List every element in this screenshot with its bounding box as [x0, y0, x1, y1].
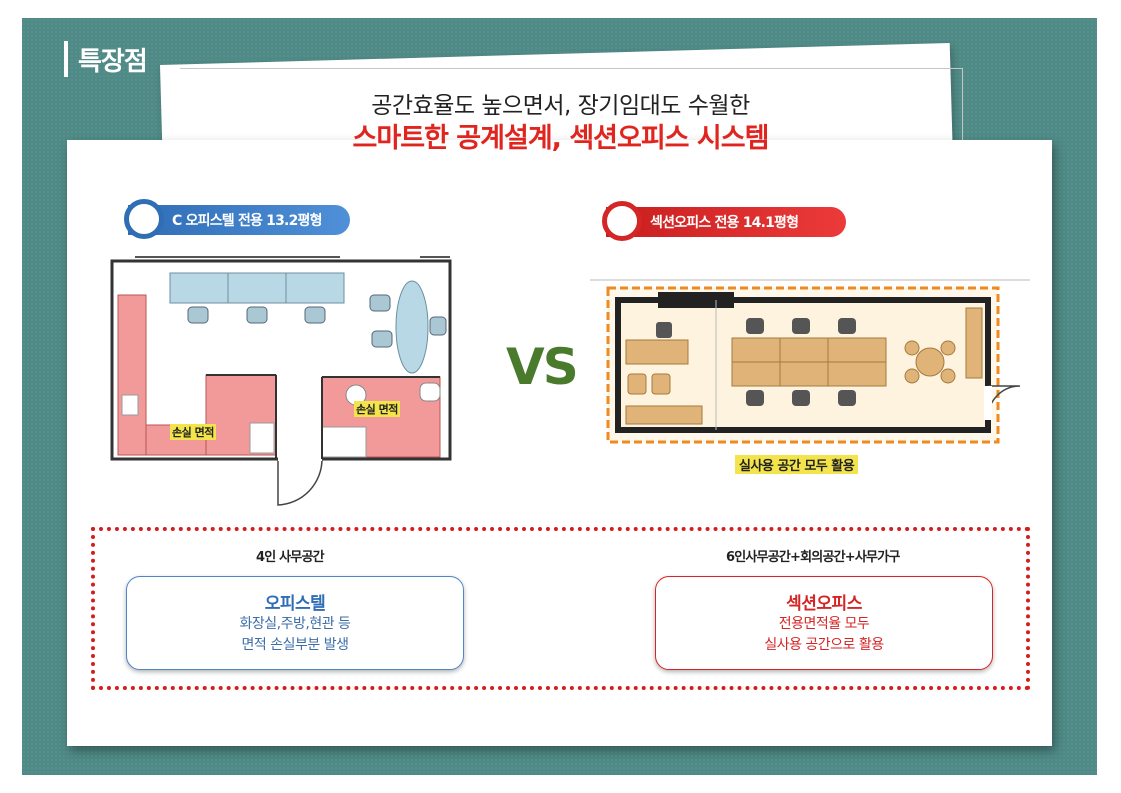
officetel-capacity-title: 4인 사무공간	[256, 550, 325, 565]
section-office-tag-label: 섹션오피스 전용 14.1평형	[650, 215, 799, 231]
section-office-info-line1: 전용면적율 모두	[778, 616, 870, 632]
loss-area-label: 손실 면적	[354, 401, 400, 417]
tag-circle-icon	[602, 201, 642, 241]
officetel-info-box: 오피스텔 화장실,주방,현관 등 면적 손실부분 발생	[126, 576, 464, 670]
officetel-tag-label: C 오피스텔 전용 13.2평형	[172, 213, 322, 229]
officetel-floor-plan	[110, 256, 452, 506]
headline-line1: 공간효율도 높으면서, 장기임대도 수월한	[371, 93, 750, 119]
section-office-capacity-title: 6인사무공간+회의공간+사무가구	[726, 550, 900, 565]
usage-label: 실사용 공간 모두 활용	[735, 455, 859, 474]
officetel-info-line1: 화장실,주방,현관 등	[239, 616, 351, 632]
paper-outline-right	[962, 68, 963, 140]
officetel-info-title: 오피스텔	[264, 594, 326, 614]
comparison-box	[91, 527, 1030, 690]
vs-text: VS	[506, 338, 579, 396]
tag-circle-icon	[124, 199, 164, 239]
section-office-info-box: 섹션오피스 전용면적율 모두 실사용 공간으로 활용	[655, 576, 993, 670]
section-office-info-line2: 실사용 공간으로 활용	[764, 637, 884, 653]
section-office-floor-plan	[590, 279, 1030, 444]
officetel-tag: C 오피스텔 전용 13.2평형	[124, 199, 350, 239]
headline-line2: 스마트한 공계설계, 섹션오피스 시스템	[352, 123, 770, 154]
section-office-info-title: 섹션오피스	[786, 594, 862, 614]
paper-outline-top	[180, 68, 962, 69]
officetel-info-line2: 면적 손실부분 발생	[241, 637, 349, 653]
section-label-text: 특장점	[78, 46, 148, 77]
section-office-tag: 섹션오피스 전용 14.1평형	[602, 201, 846, 241]
section-label-bar	[64, 41, 68, 77]
loss-area-label: 손실 면적	[170, 424, 216, 440]
section-label: 특장점	[64, 40, 148, 78]
